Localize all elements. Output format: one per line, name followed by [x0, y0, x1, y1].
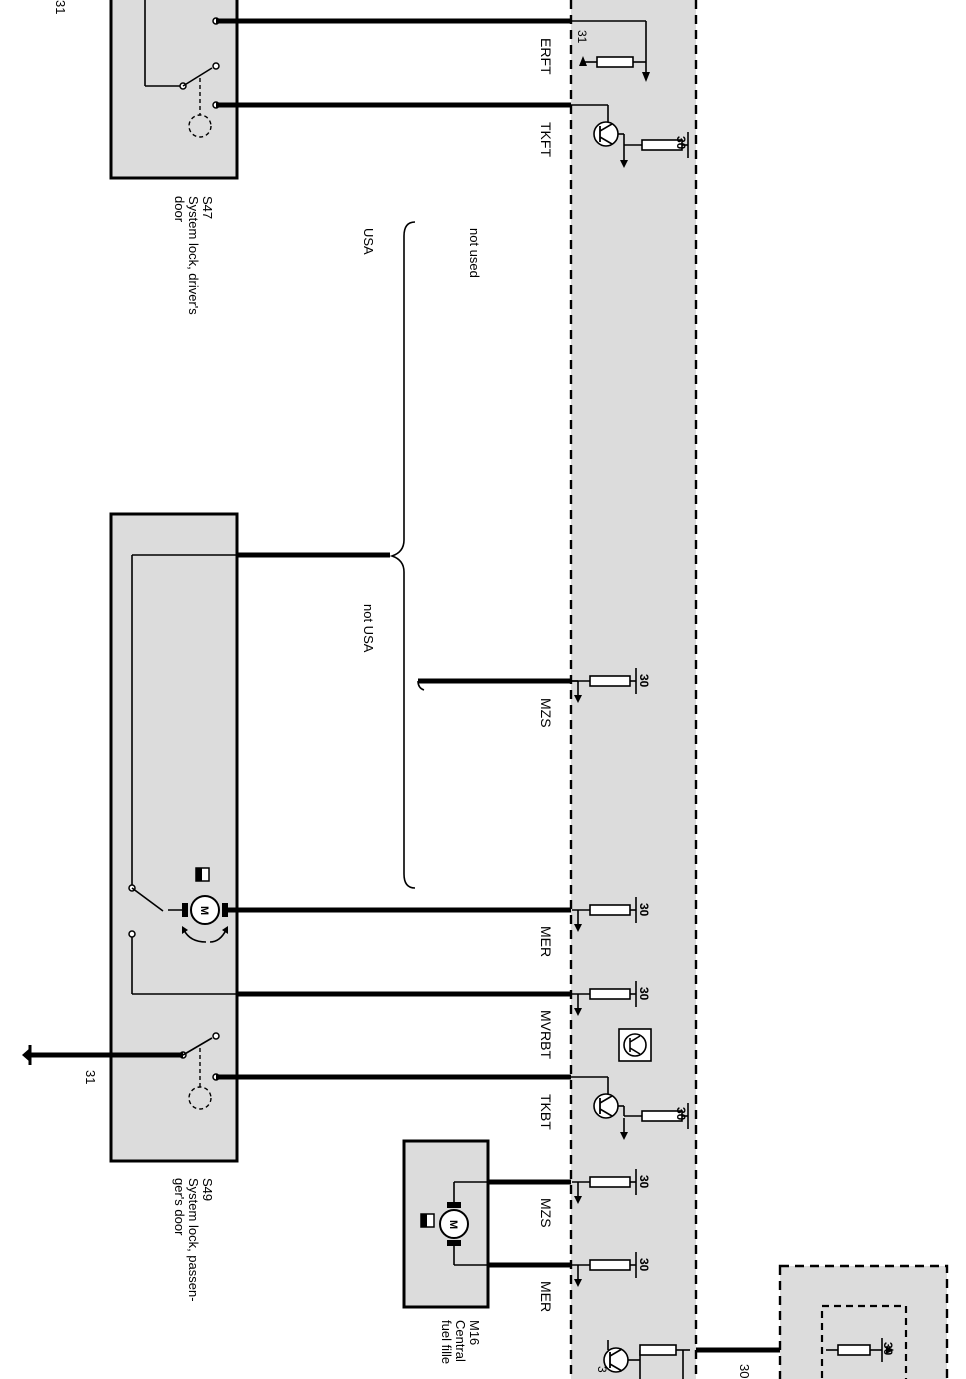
note-not-usa: not USA: [361, 604, 376, 653]
component-s47: S47 System lock, driver's door: [109, 0, 239, 315]
note-usa: USA: [361, 228, 376, 255]
s49-name-line2: ger's door: [172, 1178, 187, 1236]
pin-label-mzs-2: MZS: [538, 1198, 554, 1228]
transistor-symbol-marker: [618, 1028, 652, 1062]
s47-name-line1: System lock, driver's: [186, 196, 201, 315]
terminal-3-bottom: 3: [595, 1366, 609, 1373]
s47-code: S47: [200, 196, 215, 219]
pin-label-erft: ERFT: [538, 38, 554, 75]
pin-mzs-1: MZS 30: [538, 667, 651, 728]
terminal-30-bottom-wire: 30: [737, 1364, 752, 1378]
control-unit-band: [571, 0, 696, 1379]
pin-label-mzs-1: MZS: [538, 698, 554, 728]
s49-motor-m: M: [198, 906, 210, 915]
terminal-30-mzs-1: 30: [637, 674, 651, 688]
pin-label-mvrbt: MVRBT: [538, 1010, 554, 1059]
component-lower-right-unit: 30: [778, 1264, 949, 1379]
s49-code: S49: [200, 1178, 215, 1201]
s47-name-line2: door: [172, 196, 187, 223]
m16-code: M16: [467, 1320, 482, 1345]
component-s49: M S49 System lock, passen- ger's door: [109, 512, 239, 1302]
terminal-30-tkft: 30: [674, 136, 688, 150]
pin-erft: ERFT 31: [538, 20, 650, 82]
pin-label-mer-1: MER: [538, 926, 554, 957]
m16-name-line1: Central: [453, 1320, 468, 1362]
note-not-used: not used: [467, 228, 482, 278]
component-m16: M M16 Central fuel fille: [402, 1139, 490, 1364]
pin-tkft: TKFT 30: [538, 104, 689, 169]
brace: [389, 221, 416, 889]
pin-mer-1: MER 30: [538, 896, 651, 957]
pin-mvrbt: MVRBT 30: [538, 980, 651, 1059]
s49-box: [109, 512, 239, 1163]
m16-box: [402, 1139, 490, 1309]
pin-mzs-2: MZS 30: [538, 1168, 651, 1228]
terminal-31-erft: 31: [575, 30, 589, 44]
pin-label-tkft: TKFT: [538, 122, 554, 157]
pin-bottom-transistor: 3: [595, 1340, 690, 1379]
pin-tkbt: TKBT 30: [538, 1076, 689, 1141]
s47-box: [109, 0, 239, 180]
s49-name-line1: System lock, passen-: [186, 1178, 201, 1302]
terminal-30-mvrbt: 30: [637, 987, 651, 1001]
pin-label-mer-2: MER: [538, 1281, 554, 1312]
terminal-30-mer-1: 30: [637, 903, 651, 917]
m16-motor-m: M: [447, 1220, 459, 1229]
terminal-30-mer-2: 30: [637, 1258, 651, 1272]
terminal-31-top: 31: [53, 0, 68, 14]
pin-label-tkbt: TKBT: [538, 1094, 554, 1130]
pin-mer-2: MER 30: [538, 1251, 651, 1312]
m16-name-line2: fuel fille: [439, 1320, 454, 1364]
terminal-30-tkbt: 30: [674, 1107, 688, 1121]
terminal-31-ground: 31: [83, 1070, 98, 1084]
terminal-30-mzs-2: 30: [637, 1175, 651, 1189]
terminal-30-lower-right: 30: [881, 1342, 895, 1356]
